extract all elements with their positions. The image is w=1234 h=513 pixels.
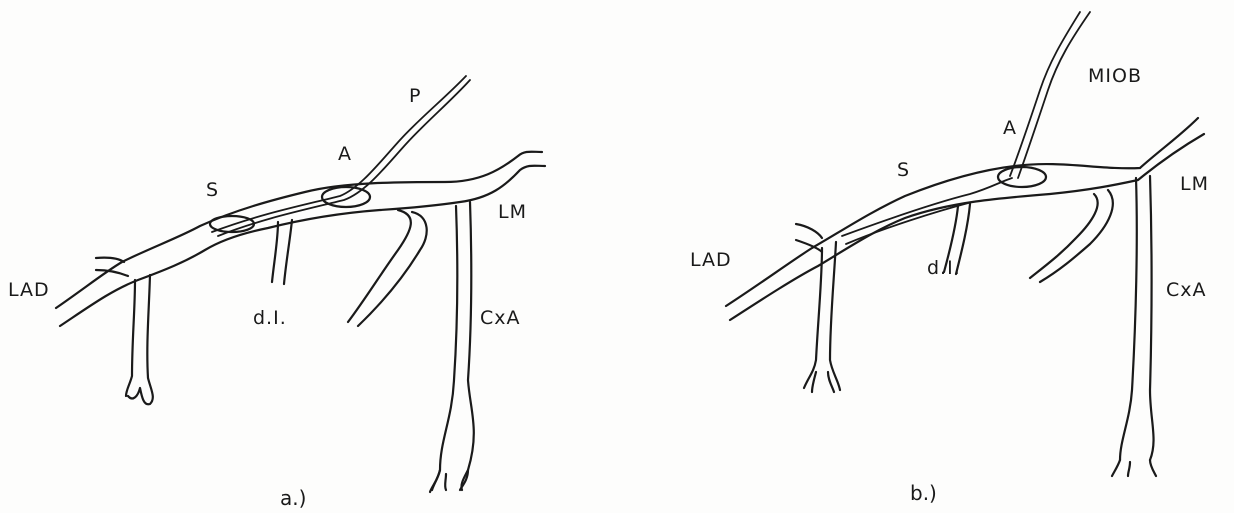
panel-b-cxa-fork: [1112, 460, 1156, 476]
panel-a-label-lm: LM: [498, 201, 527, 223]
panel-b-oblique-branch: [1030, 190, 1113, 282]
panel-b-guidewire-miob-inner: [1018, 12, 1090, 178]
panel-a-label-lad: LAD: [8, 279, 50, 301]
panel-b-diagonal-branch: [804, 242, 840, 390]
panel-a-main-artery-lower-wall: [60, 166, 545, 326]
panel-b-label-a: A: [1003, 117, 1017, 139]
panel-a-lad-stub-branch: [96, 258, 128, 276]
panel-b-label-s: S: [897, 159, 910, 181]
panel-a-label-cxa: CxA: [480, 307, 521, 329]
panel-b-lad-stub-branch: [796, 224, 822, 252]
panel-b-balloon-a: [998, 167, 1046, 187]
panel-a-diagonal-branch: [126, 275, 153, 404]
panel-b: LAD S A MIOB d.I. LM CxA b.): [690, 12, 1209, 505]
panel-b-diagonal-fork: [812, 372, 834, 392]
panel-b-label-di: d.I.: [927, 257, 961, 279]
panel-b-caption: b.): [910, 481, 937, 505]
panel-b-label-miob: MIOB: [1088, 65, 1142, 87]
panel-a-label-a: A: [338, 143, 352, 165]
panel-b-label-lm: LM: [1180, 173, 1209, 195]
panel-a-cxa-branch: [432, 202, 474, 490]
panel-a: LAD S A P d.I. LM CxA a.): [8, 76, 545, 510]
panel-a-label-di: d.I.: [253, 307, 287, 329]
panel-b-guidewire-miob: [1010, 12, 1080, 176]
panel-b-label-cxa: CxA: [1166, 279, 1207, 301]
panel-a-di-branch: [272, 220, 292, 284]
panel-b-cxa-branch: [1120, 176, 1154, 460]
panel-a-label-p: P: [409, 85, 421, 107]
panel-a-label-s: S: [206, 179, 219, 201]
panel-b-label-lad: LAD: [690, 249, 732, 271]
panel-a-caption: a.): [280, 486, 306, 510]
panel-a-oblique-branch: [348, 210, 427, 326]
